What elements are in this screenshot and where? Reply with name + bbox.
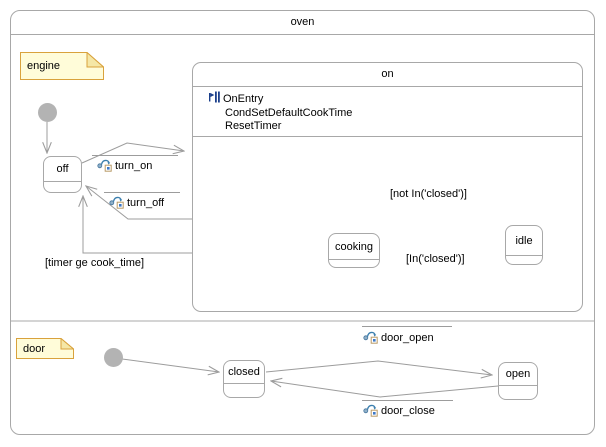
note-door[interactable]: door [16,337,75,359]
state-oven-title: oven [11,11,594,35]
state-off[interactable]: off [43,156,82,193]
state-idle-title: idle [506,226,542,256]
transition-label-door-close[interactable]: door_close [363,402,435,420]
event-icon [109,194,124,212]
entry-action-1: CondSetDefaultCookTime [225,107,353,119]
entry-action-label: OnEntry [223,92,264,105]
state-cooking-title: cooking [329,234,379,260]
initial-state-engine[interactable] [38,103,57,122]
transition-initial-to-closed[interactable] [121,358,219,372]
state-open[interactable]: open [498,362,538,400]
transition-door-close-line[interactable] [271,381,499,398]
state-cooking[interactable]: cooking [328,233,380,268]
note-shape [16,337,75,359]
event-icon [97,157,112,175]
note-engine[interactable]: engine [20,51,105,80]
transition-timer-guard-line[interactable] [83,196,192,254]
state-oven[interactable]: oven [10,10,595,435]
state-on-actions: OnEntry CondSetDefaultCookTime ResetTime… [193,87,582,137]
state-on-title: on [193,63,582,87]
state-closed[interactable]: closed [223,360,265,398]
entry-action-icon [205,90,220,107]
entry-action-2: ResetTimer [225,120,282,132]
note-engine-label: engine [27,60,61,72]
event-icon [363,329,378,347]
event-icon [363,402,378,420]
note-shape [20,51,105,80]
transition-turn-off-line[interactable] [86,186,192,220]
transition-label-turn-off[interactable]: turn_off [109,194,164,212]
state-idle[interactable]: idle [505,225,543,265]
transition-door-open-line[interactable] [265,360,492,375]
note-door-label: door [23,342,46,355]
transition-label-turn-on[interactable]: turn_on [97,157,152,175]
guard-label-not-in-closed[interactable]: [not In('closed')] [390,188,467,200]
state-open-title: open [499,363,537,386]
initial-state-door[interactable] [104,348,123,367]
state-closed-title: closed [224,361,264,384]
state-off-title: off [44,157,81,182]
transition-turn-on-line[interactable] [81,142,184,164]
transition-label-door-open[interactable]: door_open [363,329,434,347]
guard-label-in-closed[interactable]: [In('closed')] [406,253,465,265]
state-on[interactable]: on OnEntry CondSetDefaultCookTime ResetT… [192,62,583,312]
guard-label-timer[interactable]: [timer ge cook_time] [45,257,145,269]
